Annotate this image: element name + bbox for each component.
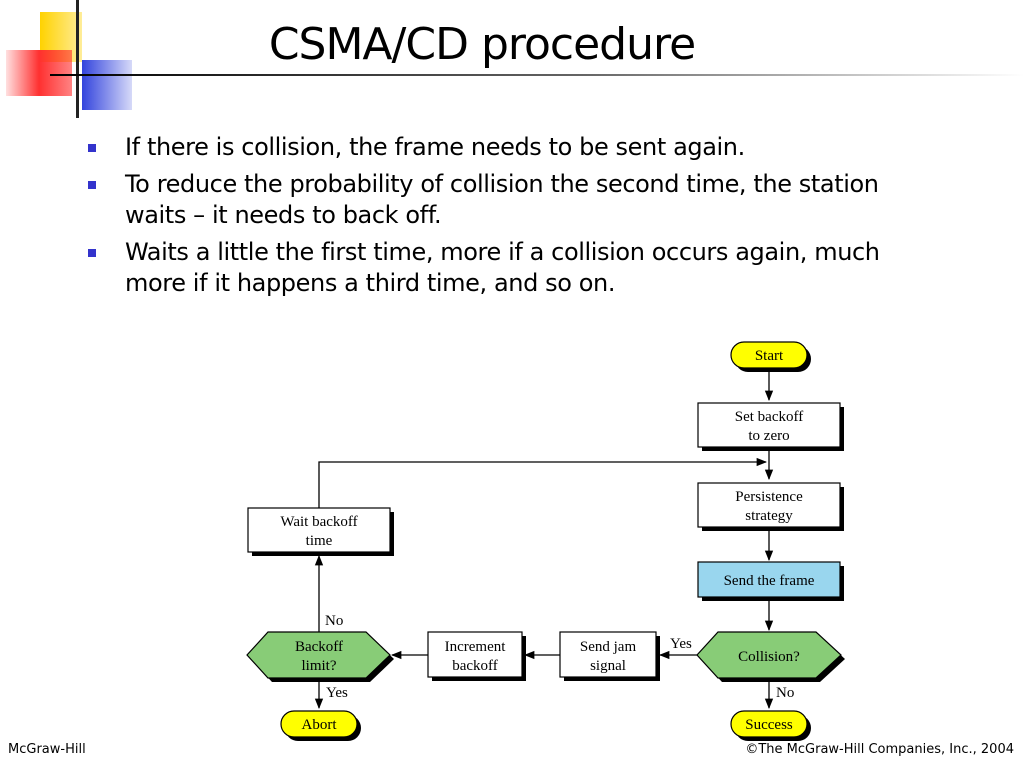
send-jam-label-line2: signal — [590, 658, 626, 674]
set-backoff-label-line1: Set backoff — [735, 409, 803, 425]
increment-label-line2: backoff — [452, 658, 498, 674]
persistence-box: Persistence strategy — [697, 482, 844, 531]
bullet-square-icon — [88, 181, 96, 189]
bullet-item: If there is collision, the frame needs t… — [88, 132, 888, 163]
wait-backoff-box: Wait backoff time — [247, 507, 394, 556]
collision-no-label: No — [776, 685, 794, 701]
limit-no-label: No — [325, 613, 343, 629]
title-decoration — [6, 0, 1024, 118]
deco-vertical-line — [76, 0, 79, 118]
persistence-label-line1: Persistence — [735, 489, 803, 505]
backoff-limit-shape — [246, 631, 391, 679]
send-frame-box: Send the frame — [697, 561, 844, 601]
set-backoff-box: Set backoff to zero — [697, 402, 844, 451]
abort-shape — [280, 710, 358, 738]
start-terminal: Start — [730, 341, 811, 372]
success-label: Success — [745, 717, 793, 733]
bullet-square-icon — [88, 249, 96, 257]
send-frame-shape — [697, 561, 841, 598]
collision-shape — [696, 631, 842, 679]
bullet-square-icon — [88, 144, 96, 152]
abort-terminal: Abort — [280, 710, 361, 741]
collision-yes-label: Yes — [670, 636, 692, 652]
abort-label: Abort — [302, 717, 338, 733]
start-label: Start — [755, 348, 784, 364]
bullet-list: If there is collision, the frame needs t… — [88, 132, 888, 305]
bullet-item: To reduce the probability of collision t… — [88, 169, 888, 231]
bullet-text: To reduce the probability of collision t… — [125, 170, 879, 229]
send-frame-label: Send the frame — [724, 573, 815, 589]
title-rule — [50, 74, 1024, 76]
backoff-limit-decision: Backoff limit? — [246, 631, 394, 682]
send-jam-label-line1: Send jam — [580, 639, 637, 655]
increment-backoff-box: Increment backoff — [427, 631, 526, 681]
edge-wait-loop-back — [318, 457, 768, 508]
bullet-text: Waits a little the first time, more if a… — [125, 238, 880, 297]
backoff-limit-label-line1: Backoff — [295, 639, 343, 655]
bullet-item: Waits a little the first time, more if a… — [88, 237, 888, 299]
start-shape — [730, 341, 808, 369]
footer-publisher: McGraw-Hill — [8, 742, 86, 757]
limit-yes-label: Yes — [326, 685, 348, 701]
send-jam-box: Send jam signal — [559, 631, 660, 681]
collision-decision: Collision? — [696, 631, 845, 682]
set-backoff-label-line2: to zero — [748, 428, 789, 444]
increment-label-line1: Increment — [445, 639, 507, 655]
backoff-limit-label-line2: limit? — [302, 658, 337, 674]
persistence-label-line2: strategy — [745, 508, 793, 524]
wait-backoff-label-line2: time — [306, 533, 333, 549]
success-shape — [730, 710, 808, 738]
footer-copyright: ©The McGraw-Hill Companies, Inc., 2004 — [745, 742, 1014, 757]
deco-blue-square — [82, 60, 132, 110]
collision-label: Collision? — [738, 649, 800, 665]
bullet-text: If there is collision, the frame needs t… — [125, 133, 745, 161]
success-terminal: Success — [730, 710, 811, 741]
deco-red-square — [6, 50, 72, 96]
page-title: CSMA/CD procedure — [268, 19, 696, 70]
wait-backoff-label-line1: Wait backoff — [280, 514, 357, 530]
